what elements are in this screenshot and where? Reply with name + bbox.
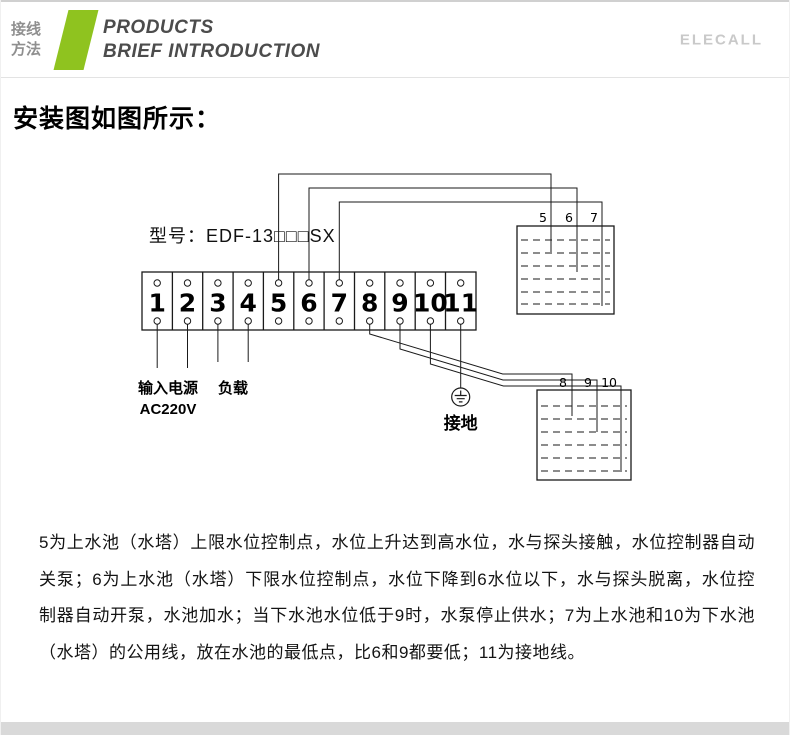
accent-parallelogram xyxy=(53,9,99,70)
terminal-number: 11 xyxy=(443,289,478,318)
model-label: 型号：EDF-13□□□SX xyxy=(149,226,336,246)
description-paragraph: 5为上水池（水塔）上限水位控制点，水位上升达到高水位，水与探头接触，水位控制器自… xyxy=(39,533,755,662)
top-border xyxy=(1,0,789,2)
ground-label: 接地 xyxy=(444,413,478,433)
probe-wire-10 xyxy=(429,324,622,472)
probe-wire-9 xyxy=(399,324,598,432)
category-label: 接线 方法 xyxy=(11,20,41,60)
bottom-border xyxy=(1,722,789,735)
header: 接线 方法 PRODUCTS BRIEF INTRODUCTION ELECAL… xyxy=(1,2,789,78)
category-line1: 接线 xyxy=(11,20,42,38)
section-title: 安装图如图所示： xyxy=(13,105,222,133)
wires xyxy=(156,173,622,472)
lower-probe-label-9: 9 xyxy=(584,375,592,390)
terminal-number: 7 xyxy=(331,289,348,318)
probe-wire-6 xyxy=(308,187,578,280)
load-label: 负载 xyxy=(218,379,248,397)
header-title-line1: PRODUCTS xyxy=(103,16,214,38)
terminal-number: 4 xyxy=(239,289,256,318)
power-label-line1: 输入电源 xyxy=(138,379,198,397)
header-title-line2: BRIEF INTRODUCTION xyxy=(103,40,320,62)
probe-wire-8 xyxy=(369,324,573,416)
terminal-number: 6 xyxy=(300,289,317,318)
probe-wire-7 xyxy=(338,201,603,306)
terminal-number: 1 xyxy=(148,289,165,318)
terminal-number: 10 xyxy=(413,289,448,318)
terminal-block: 1 2 3 4 5 6 7 8 9 10 11 xyxy=(141,271,478,331)
upper-tank-water xyxy=(521,239,610,305)
terminal-number: 3 xyxy=(209,289,226,318)
upper-probe-label-7: 7 xyxy=(590,210,598,225)
terminal-number: 2 xyxy=(179,289,196,318)
lower-tank-water xyxy=(541,405,627,472)
upper-probe-label-5: 5 xyxy=(539,210,547,225)
terminal-number: 9 xyxy=(391,289,408,318)
probe-wire-5 xyxy=(278,173,552,280)
lower-tank: 8 9 10 xyxy=(536,375,632,481)
wiring-diagram: 型号：EDF-13□□□SX 1 2 3 4 5 6 7 8 9 10 11 xyxy=(1,154,789,494)
terminal-number: 8 xyxy=(361,289,378,318)
category-line2: 方法 xyxy=(11,40,42,58)
upper-tank: 5 6 7 xyxy=(516,210,615,315)
power-label-line2: AC220V xyxy=(140,401,197,418)
lower-probe-label-10: 10 xyxy=(601,375,617,390)
lower-probe-label-8: 8 xyxy=(559,375,567,390)
ground-symbol-icon xyxy=(451,387,471,407)
brand-logo: ELECALL xyxy=(679,31,763,48)
upper-probe-label-6: 6 xyxy=(565,210,573,225)
header-title: PRODUCTS BRIEF INTRODUCTION xyxy=(103,16,320,64)
terminal-number: 5 xyxy=(270,289,287,318)
wiring-diagram-svg: 型号：EDF-13□□□SX 1 2 3 4 5 6 7 8 9 10 11 xyxy=(138,173,632,481)
